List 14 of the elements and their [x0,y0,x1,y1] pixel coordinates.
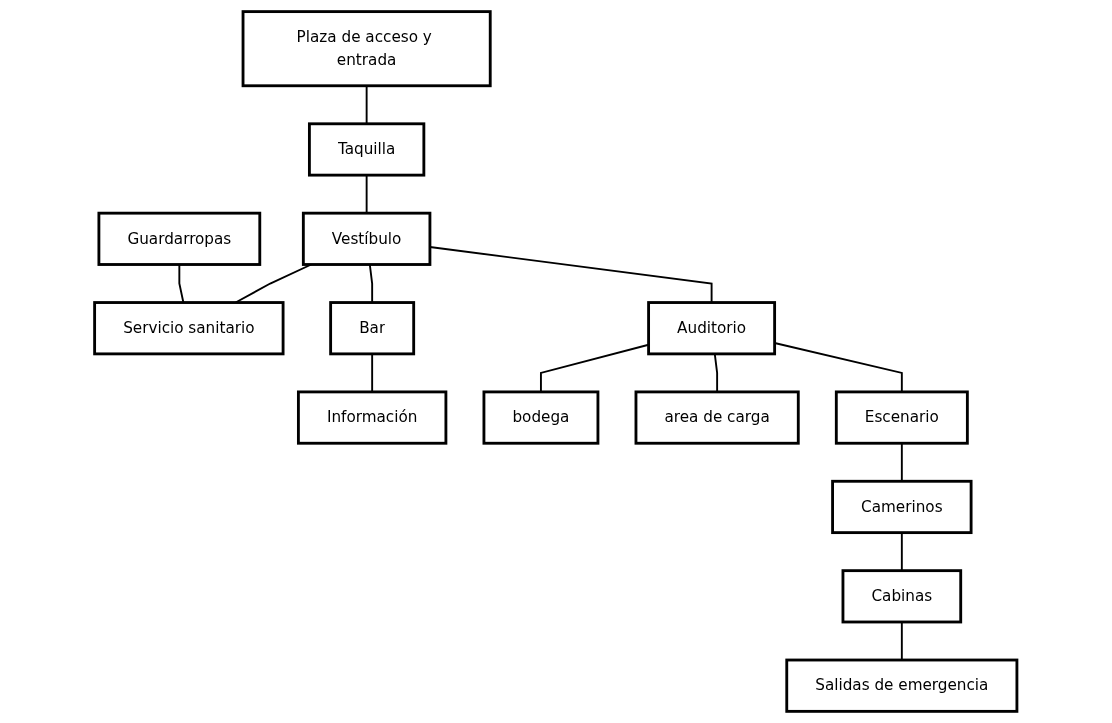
node-box: Servicio sanitario [93,301,285,356]
node-box: Taquilla [308,122,426,177]
node-box: Información [297,390,448,445]
node-box: bodega [482,390,600,445]
node-box: Vestíbulo [302,211,432,266]
node-box: Cabinas [841,569,963,624]
node-box: Guardarropas [97,211,262,266]
node-box: Auditorio [647,301,777,356]
node-box: area de carga [634,390,800,445]
node-box: Bar [329,301,416,356]
node-box: Plaza de acceso y entrada [241,10,492,88]
node-box: Escenario [835,390,970,445]
node-box: Camerinos [831,479,973,535]
node-box: Salidas de emergencia [785,658,1019,713]
